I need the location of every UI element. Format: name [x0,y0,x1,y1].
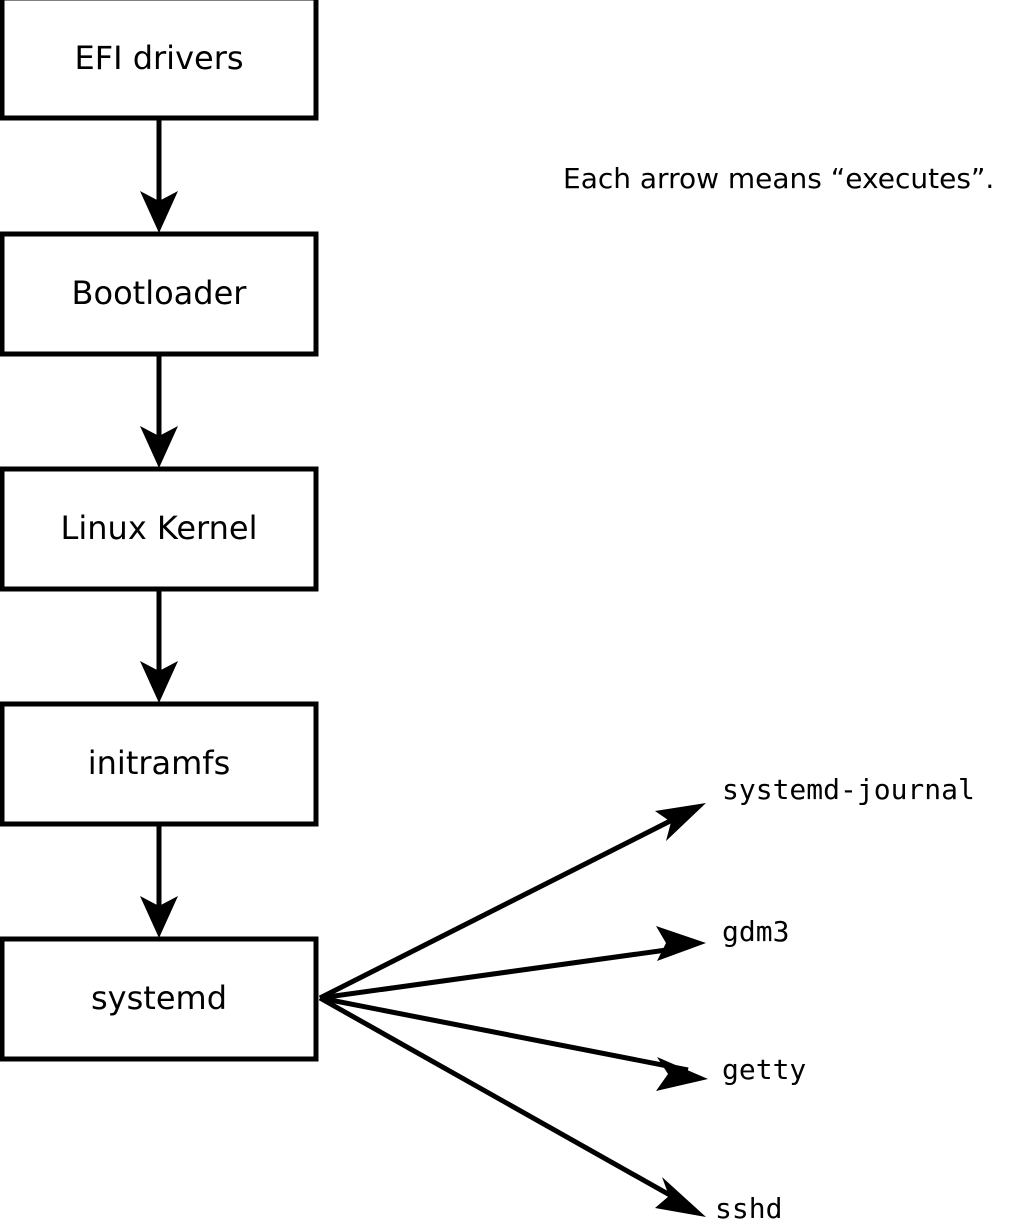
node-box-systemd[interactable] [0,936,319,1062]
process-label-gdm3: gdm3 [722,915,789,948]
arrow-systemd-to-sshd [318,995,706,1217]
node-box-efi-drivers[interactable] [0,0,319,121]
node-systemd[interactable]: systemd [0,936,319,1062]
diagram-caption: Each arrow means “executes”. [563,162,994,195]
node-box-bootloader[interactable] [0,231,319,357]
arrow-shaft [319,944,689,1001]
node-label-systemd: systemd [91,979,227,1017]
arrow-systemd-to-gdm3 [319,926,706,1001]
arrow-head-icon [140,426,178,468]
arrow-linux-kernel-to-initramfs [140,589,178,703]
node-label-bootloader: Bootloader [72,274,248,312]
arrow-shaft [319,995,689,1073]
arrow-systemd-to-systemd-journal [318,803,706,1001]
node-efi-drivers[interactable]: EFI drivers [0,0,319,121]
node-label-linux-kernel: Linux Kernel [61,509,258,547]
arrow-head-icon [140,661,178,703]
arrow-shaft [318,811,686,1001]
arrow-bootloader-to-linux-kernel [140,354,178,468]
arrow-head-icon [655,803,706,841]
node-linux-kernel[interactable]: Linux Kernel [0,466,319,592]
process-label-getty: getty [722,1053,806,1086]
node-initramfs[interactable]: initramfs [0,701,319,827]
node-bootloader[interactable]: Bootloader [0,231,319,357]
arrow-efi-drivers-to-bootloader [140,118,178,233]
node-label-efi-drivers: EFI drivers [74,39,243,77]
arrow-shaft [318,995,686,1206]
arrow-head-icon [140,191,178,233]
arrow-initramfs-to-systemd [140,824,178,938]
arrow-systemd-to-getty [319,995,708,1091]
node-box-initramfs[interactable] [0,701,319,827]
arrow-head-icon [656,926,706,961]
process-label-systemd-journal: systemd-journal [722,773,975,806]
arrow-head-icon [140,896,178,938]
node-label-initramfs: initramfs [88,744,230,782]
process-label-sshd: sshd [715,1192,782,1225]
arrow-head-icon [656,1057,708,1091]
arrow-head-icon [655,1177,706,1217]
